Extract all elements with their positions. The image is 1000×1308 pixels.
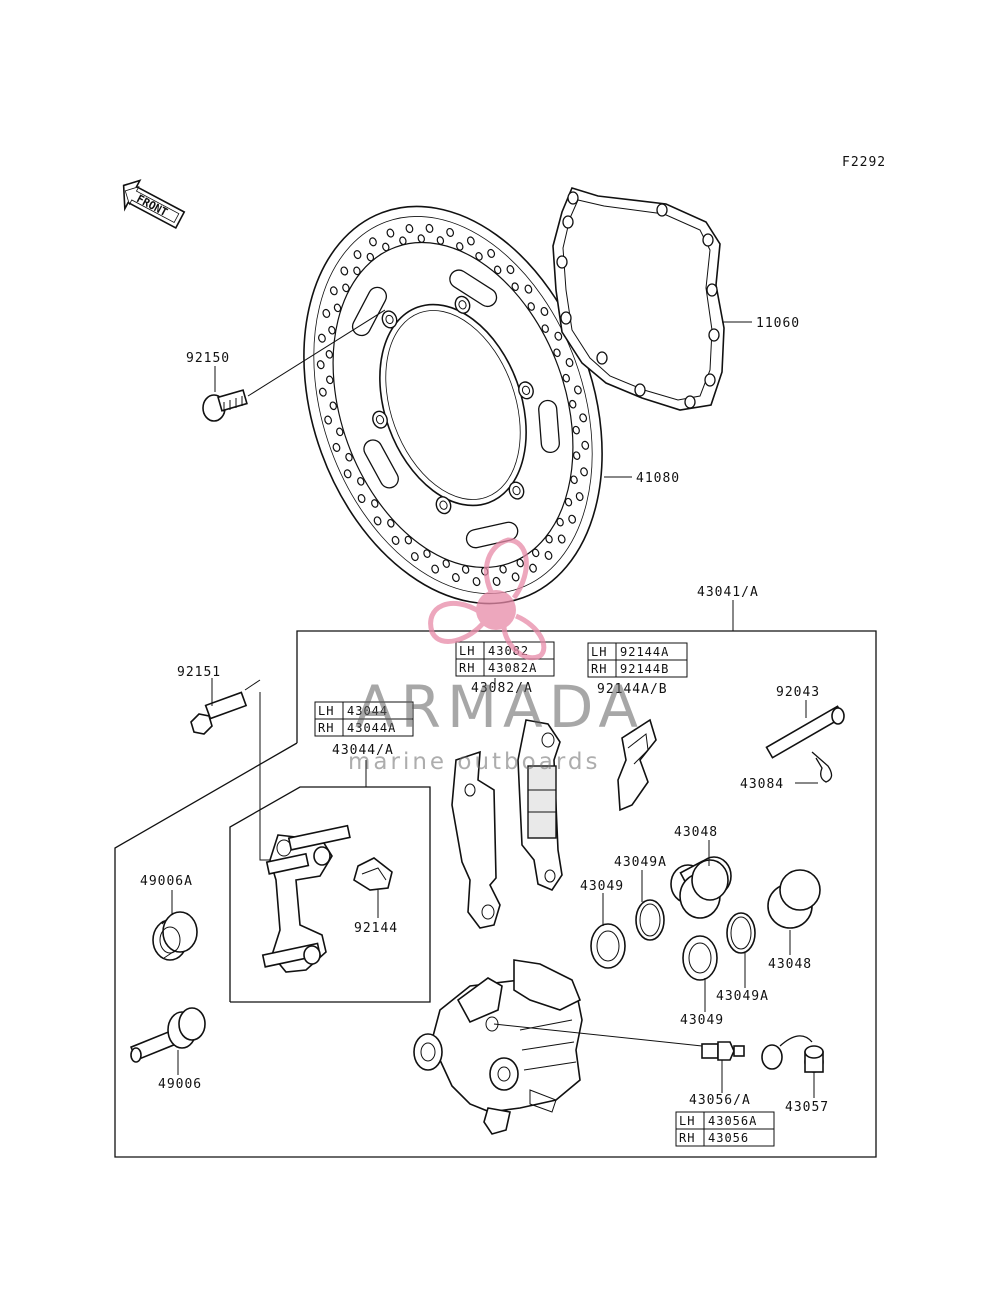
table-43056-part-2: 43056	[708, 1131, 749, 1145]
table-43082-side-1: LH	[459, 644, 475, 658]
label-43049-a: 43049	[580, 879, 624, 894]
gasket-bolt-holes	[556, 191, 720, 409]
label-43056: 43056/A	[689, 1093, 751, 1108]
label-49006a: 49006A	[140, 874, 193, 889]
label-92043: 92043	[776, 685, 820, 700]
disc-gasket	[552, 187, 725, 411]
table-43056-part-1: 43056A	[708, 1114, 757, 1128]
brake-disc	[303, 205, 603, 605]
table-92144-part-1: 92144A	[620, 645, 669, 659]
table-92144-part-2: 92144B	[620, 662, 669, 676]
watermark-tagline: marine outboards	[348, 749, 600, 775]
table-92144-side-1: LH	[591, 645, 607, 659]
disc-bolt	[202, 309, 386, 422]
piston-seal-b	[682, 935, 718, 981]
bleed-cap	[761, 1035, 824, 1073]
bleed-valve	[493, 1023, 745, 1061]
label-43082: 43082/A	[471, 681, 533, 696]
label-43048-b: 43048	[768, 957, 812, 972]
piston-seal-a	[590, 923, 626, 969]
label-41080: 41080	[636, 471, 680, 486]
label-43049-b: 43049	[680, 1013, 724, 1028]
label-43049a-a: 43049A	[614, 855, 667, 870]
table-43044-part-1: 43044	[347, 704, 388, 718]
table-43082: LH 43082 RH 43082A	[455, 641, 555, 677]
table-43056-side-1: LH	[679, 1114, 695, 1128]
table-43044-part-2: 43044A	[347, 721, 396, 735]
table-43044-side-2: RH	[318, 721, 334, 735]
plug-49006	[130, 1007, 206, 1063]
front-arrow-icon: FRONT	[122, 179, 186, 229]
caliper-kit-frame	[114, 600, 877, 1158]
label-43048-a: 43048	[674, 825, 718, 840]
bracket-subframe	[229, 760, 431, 1003]
leader-lines	[171, 321, 815, 1098]
table-43056: LH 43056A RH 43056	[675, 1111, 775, 1147]
diagram-code: F2292	[842, 155, 886, 170]
label-92144: 92144	[354, 921, 398, 936]
pin-clip	[795, 751, 833, 784]
brake-pad-inner	[517, 719, 563, 891]
table-92144-side-2: RH	[591, 662, 607, 676]
label-43041: 43041/A	[697, 585, 759, 600]
label-43049a-b: 43049A	[716, 989, 769, 1004]
label-92151: 92151	[177, 665, 221, 680]
table-92144: LH 92144A RH 92144B	[587, 642, 688, 678]
propeller-logo-icon	[428, 537, 547, 661]
caliper-body	[413, 959, 583, 1135]
table-43082-part-2: 43082A	[488, 661, 537, 675]
label-43044: 43044/A	[332, 743, 394, 758]
table-43044: LH 43044 RH 43044A	[314, 701, 414, 737]
label-43084: 43084	[740, 777, 784, 792]
table-43056-side-2: RH	[679, 1131, 695, 1145]
label-49006: 49006	[158, 1077, 202, 1092]
label-92150: 92150	[186, 351, 230, 366]
caliper-piston-1	[670, 856, 732, 919]
label-11060: 11060	[756, 316, 800, 331]
dust-seal-b	[726, 912, 756, 954]
bracket-bolt	[190, 679, 272, 861]
caliper-piston-2	[767, 869, 821, 929]
label-92144ab: 92144A/B	[597, 682, 668, 697]
plug-49006a	[152, 911, 198, 961]
caliper-bracket	[261, 824, 351, 973]
label-43057: 43057	[785, 1100, 829, 1115]
disc-vent-holes	[316, 223, 590, 587]
dust-seal-a	[635, 899, 665, 941]
table-43082-side-2: RH	[459, 661, 475, 675]
pad-spring-clip	[353, 857, 393, 891]
disc-carrier-slots	[351, 269, 560, 549]
pad-shim	[617, 718, 657, 812]
disc-bolt-holes	[372, 295, 534, 515]
pad-pin	[765, 705, 845, 759]
brake-pad-outer	[451, 750, 501, 929]
table-43044-side-1: LH	[318, 704, 334, 718]
watermark-brand: ARMADA	[355, 673, 644, 741]
